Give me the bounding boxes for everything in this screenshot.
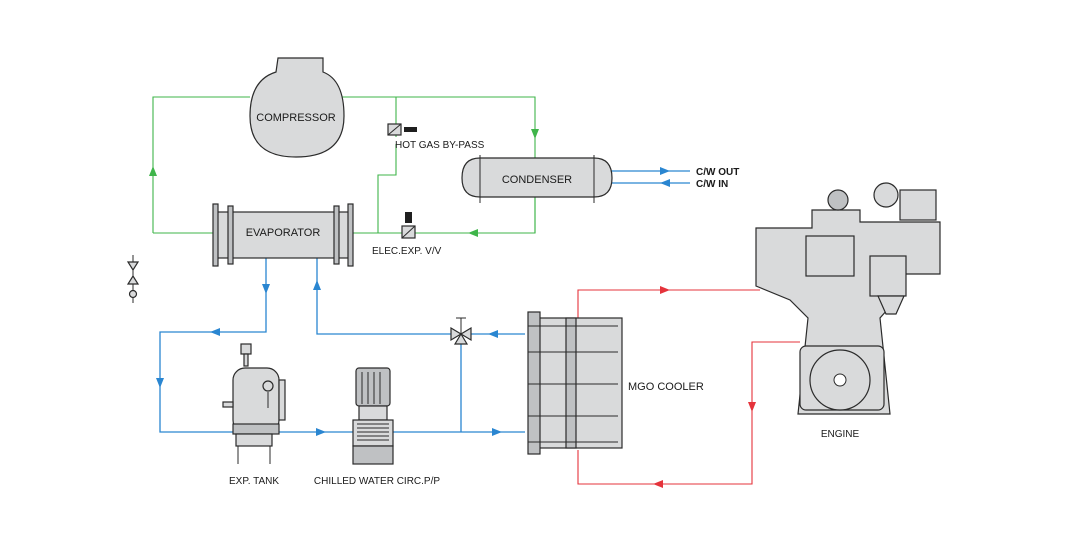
arrow-down-icon: [748, 402, 756, 412]
pressure-gauge-icon: [262, 380, 274, 392]
arrow-right-icon: [492, 428, 502, 436]
cw-in-label: C/W IN: [696, 179, 728, 190]
actuator-icon: [405, 212, 412, 223]
arrow-up-left-icon: [149, 166, 157, 176]
arrow-down-icon: [262, 284, 270, 294]
arrow-right-icon: [316, 428, 326, 436]
chilled-water-loop: [156, 167, 690, 436]
engine-label: ENGINE: [821, 429, 860, 440]
side-mark-icon: [126, 255, 140, 303]
arrow-right-icon: [660, 286, 670, 294]
elec-exp-label: ELEC.EXP. V/V: [372, 246, 442, 257]
arrow-left-icon: [660, 179, 670, 187]
three-way-valve: [450, 317, 472, 345]
evaporator: EVAPORATOR: [212, 203, 354, 267]
elec-exp-valve: ELEC.EXP. V/V: [372, 212, 442, 257]
cw-out-label: C/W OUT: [696, 167, 739, 178]
arrow-left-icon: [488, 330, 498, 338]
actuator-icon: [404, 127, 417, 132]
engine: ENGINE: [755, 182, 941, 440]
pump-motor-icon: [355, 367, 391, 407]
mgo-cooler-label: MGO COOLER: [628, 381, 704, 393]
condenser: CONDENSER: [461, 155, 613, 203]
hot-gas-bypass-valve: HOT GAS BY-PASS: [387, 123, 485, 151]
arrow-left-icon: [210, 328, 220, 336]
evaporator-label: EVAPORATOR: [246, 227, 321, 239]
oil-loop: [577, 286, 800, 488]
hot-gas-label: HOT GAS BY-PASS: [395, 140, 485, 151]
condenser-label: CONDENSER: [502, 174, 572, 186]
chilled-pump-label: CHILLED WATER CIRC.P/P: [314, 476, 440, 487]
arrow-up-icon: [313, 280, 321, 290]
chilled-water-pump: CHILLED WATER CIRC.P/P: [314, 367, 440, 487]
arrow-down-right-icon: [531, 129, 539, 139]
arrow-down-icon: [156, 378, 164, 388]
compressor: COMPRESSOR: [249, 57, 345, 158]
arrow-left-bottom-icon: [468, 229, 478, 237]
arrow-right-icon: [660, 167, 670, 175]
arrow-left-icon: [653, 480, 663, 488]
expansion-tank: EXP. TANK: [222, 343, 286, 487]
mgo-cooler: MGO COOLER: [527, 311, 704, 455]
exp-tank-label: EXP. TANK: [229, 476, 279, 487]
compressor-label: COMPRESSOR: [256, 112, 336, 124]
